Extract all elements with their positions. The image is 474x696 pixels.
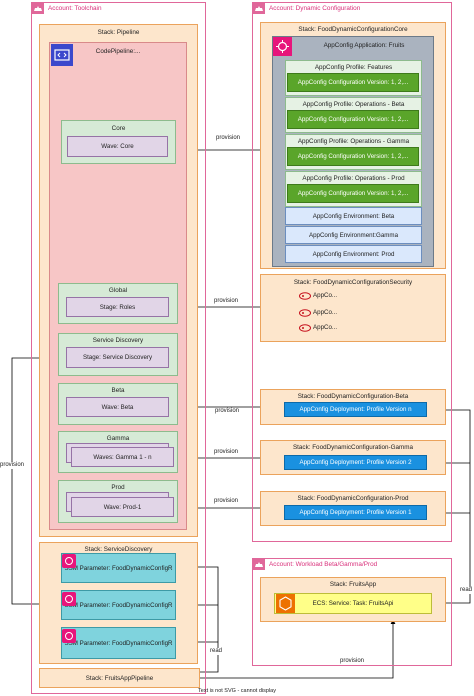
stack-fruits-app-label: Stack: FruitsApp: [329, 581, 377, 588]
ssm-param-1-text: SSM Parameter: FoodDynamicConfigR: [64, 564, 173, 572]
config-version-text: AppConfig Configuration Version: 1, 2,..…: [297, 153, 409, 160]
stage-prod-label: Prod: [111, 484, 125, 491]
edge-label-provision: provision: [0, 462, 25, 469]
deployment-text: AppConfig Deployment: Profile Version 2: [299, 459, 412, 466]
edge-label-read: read: [460, 587, 473, 594]
config-version-text: AppConfig Configuration Version: 1, 2,..…: [297, 190, 409, 197]
wave-prod-text: Wave: Prod-1: [103, 503, 142, 511]
profile-label: AppConfig Profile: Features: [314, 64, 393, 71]
edge-label-read: read: [210, 648, 223, 655]
environment-text: AppConfig Environment: Beta: [312, 212, 395, 220]
codepipeline-icon: [51, 44, 73, 66]
ssm-icon: [62, 592, 76, 606]
stack-gamma-label: Stack: FoodDynamicConfiguration-Gamma: [292, 444, 414, 451]
account-toolchain: Account: Toolchain: [31, 2, 206, 694]
wave-beta-text: Wave: Beta: [101, 403, 134, 411]
wave-gamma: Waves: Gamma 1 - n: [71, 447, 174, 467]
stage-sd-box: Stage: Service Discovery: [66, 347, 169, 368]
edge-label-provision: provision: [214, 298, 239, 305]
config-version-text: AppConfig Configuration Version: 1, 2,..…: [297, 116, 409, 123]
account-dynamic-configuration: Account: Dynamic Configuration: [252, 2, 452, 542]
edge-fruits-provision: [200, 619, 396, 679]
stack-core-label: Stack: FoodDynamicConfigurationCore: [298, 26, 408, 33]
stack-dynamic-config-security: Stack: FoodDynamicConfigurationSecurity: [260, 274, 446, 342]
stack-beta-label: Stack: FoodDynamicConfiguration-Beta: [297, 393, 409, 400]
account-label: Account: Workload Beta/Gamma/Prod: [269, 561, 378, 568]
deployment-text: AppConfig Deployment: Profile Version 1: [299, 509, 412, 516]
ecs-service-text: ECS: Service: Task: FruitsApi: [312, 600, 394, 607]
stack-label: Stack: Pipeline: [97, 29, 140, 36]
profile-label: AppConfig Profile: Operations - Beta: [302, 101, 405, 108]
wave-core-text: Wave: Core: [101, 143, 134, 150]
edge-read-ssm-1: [177, 564, 219, 673]
wave-gamma-text: Waves: Gamma 1 - n: [93, 453, 152, 461]
config-version: AppConfig Configuration Version: 1, 2,..…: [287, 73, 419, 92]
stack-fruits-app-pipeline: Stack: FruitsAppPipeline: [39, 668, 200, 688]
ssm-icon: [62, 554, 76, 568]
profile-label: AppConfig Profile: Operations - Prod: [302, 175, 405, 182]
stage-core-label: Core: [111, 125, 126, 132]
config-version: AppConfig Configuration Version: 1, 2,..…: [287, 147, 419, 166]
aws-account-icon: [253, 3, 265, 14]
account-label: Account: Toolchain: [48, 5, 102, 12]
ssm-icon: [62, 629, 76, 643]
footer-note: Text is not SVG - cannot display: [198, 688, 276, 694]
environment-gamma: AppConfig Environment:Gamma: [285, 226, 422, 244]
ecs-icon: [276, 594, 295, 613]
account-label: Account: Dynamic Configuration: [269, 5, 361, 12]
account-workload: Account: Workload Beta/Gamma/Prod: [252, 558, 452, 666]
deployment-text: AppConfig Deployment: Profile Version n: [299, 406, 412, 413]
edge-label-provision: provision: [215, 408, 240, 415]
wave-beta: Wave: Beta: [66, 397, 169, 417]
edge-label-provision: provision: [214, 449, 239, 456]
stage-roles-text: Stage: Roles: [99, 303, 136, 311]
profile-label: AppConfig Profile: Operations - Gamma: [297, 138, 410, 145]
appconfig-icon: [273, 37, 292, 56]
config-version-text: AppConfig Configuration Version: 1, 2,..…: [297, 79, 409, 86]
ssm-param-3: SSM Parameter: FoodDynamicConfigR: [61, 627, 176, 659]
security-item: AppCo...: [313, 309, 338, 316]
stage-gamma-label: Gamma: [106, 435, 130, 442]
environment-beta: AppConfig Environment: Beta: [285, 207, 422, 225]
stack-sd-label: Stack: ServiceDiscovery: [84, 546, 153, 553]
environment-prod: AppConfig Environment: Prod: [285, 245, 422, 263]
edge-label-provision: provision: [214, 498, 239, 505]
aws-account-icon: [32, 3, 44, 14]
iam-role-icon: [299, 292, 311, 300]
ecs-service: ECS: Service: Task: FruitsApi: [274, 593, 432, 614]
deployment-beta: AppConfig Deployment: Profile Version n: [284, 402, 427, 417]
environment-text: AppConfig Environment:Gamma: [308, 231, 399, 239]
iam-role-icon: [299, 309, 311, 317]
config-version: AppConfig Configuration Version: 1, 2,..…: [287, 110, 419, 129]
ssm-param-3-text: SSM Parameter: FoodDynamicConfigR: [64, 639, 173, 647]
deployment-prod: AppConfig Deployment: Profile Version 1: [284, 505, 427, 520]
wave-prod: Wave: Prod-1: [71, 497, 174, 517]
stage-sd-label: Service Discovery: [92, 337, 144, 344]
stage-global-label: Global: [108, 287, 128, 294]
codepipeline-label: CodePipeline:...: [95, 48, 141, 55]
stack-security-label: Stack: FoodDynamicConfigurationSecurity: [293, 279, 413, 286]
app-label: AppConfig Application: Fruits: [323, 42, 405, 49]
ssm-param-2-text: SSM Parameter: FoodDynamicConfigR: [64, 601, 173, 609]
stack-fruits-pipeline-label: Stack: FruitsAppPipeline: [85, 674, 154, 682]
stage-beta-label: Beta: [111, 387, 125, 394]
edge-label-provision: provision: [216, 135, 241, 142]
iam-role-icon: [299, 324, 311, 332]
ssm-param-2: SSM Parameter: FoodDynamicConfigR: [61, 590, 176, 620]
security-item: AppCo...: [313, 292, 338, 299]
security-item: AppCo...: [313, 324, 338, 331]
ssm-param-1: SSM Parameter: FoodDynamicConfigR: [61, 553, 176, 583]
stage-roles: Stage: Roles: [66, 297, 169, 317]
config-version: AppConfig Configuration Version: 1, 2,..…: [287, 184, 419, 203]
stack-prod-label: Stack: FoodDynamicConfiguration-Prod: [297, 495, 409, 502]
deployment-gamma: AppConfig Deployment: Profile Version 2: [284, 455, 427, 470]
edge-label-provision: provision: [340, 658, 365, 665]
wave-core: Wave: Core: [67, 136, 168, 157]
aws-account-icon: [253, 559, 265, 570]
environment-text: AppConfig Environment: Prod: [312, 250, 395, 258]
stage-sd-text: Stage: Service Discovery: [82, 354, 153, 361]
